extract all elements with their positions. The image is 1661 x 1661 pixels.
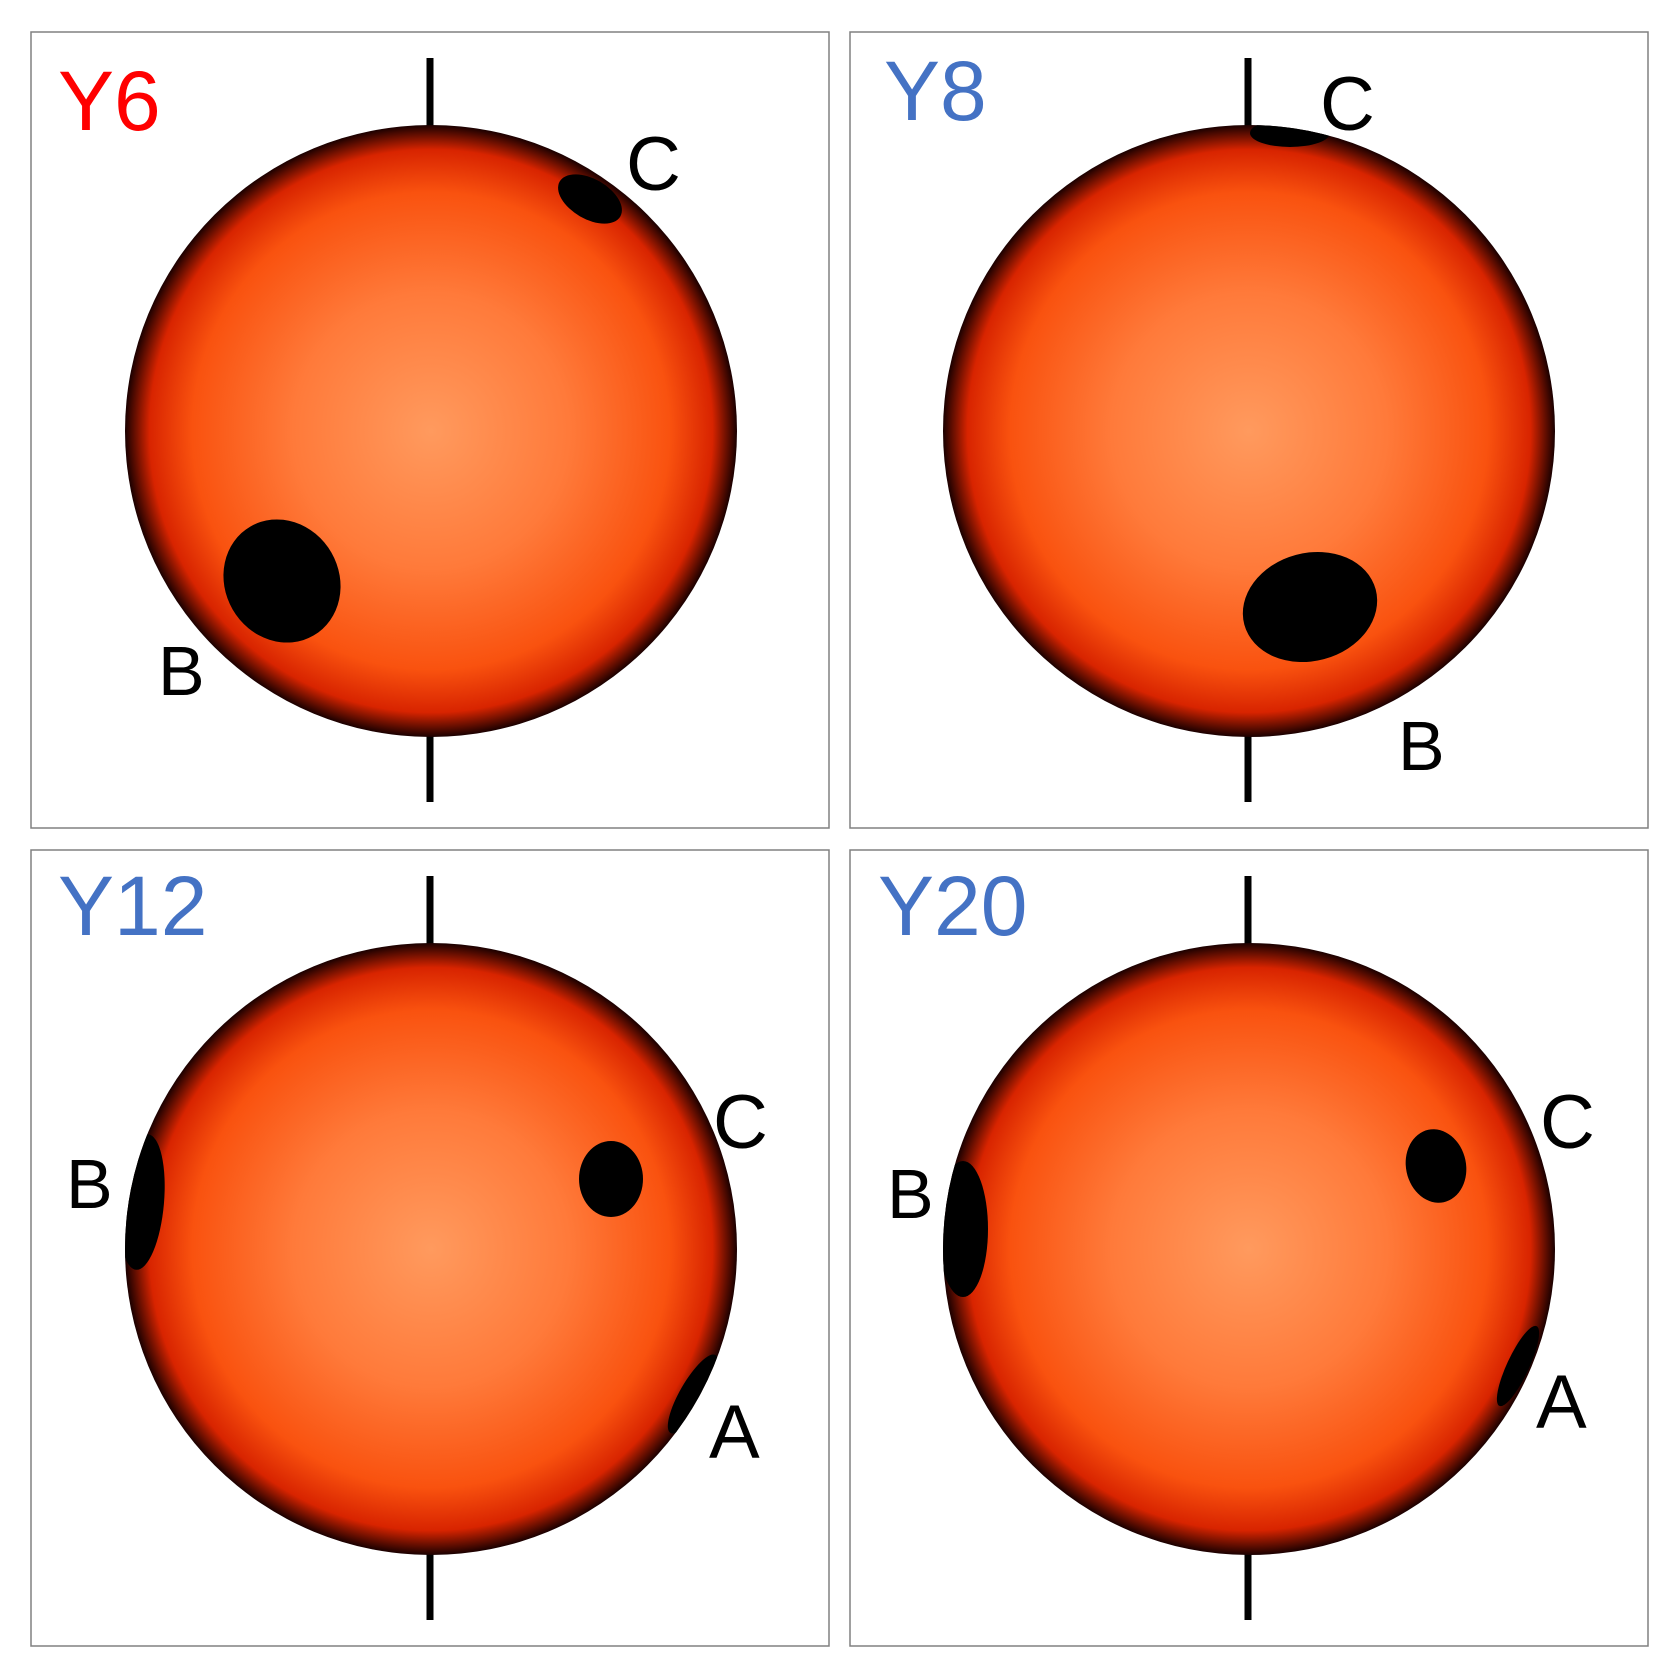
spot-b — [223, 519, 341, 643]
panel-y20: Y20 B C A — [849, 849, 1649, 1647]
spot-c — [558, 174, 622, 224]
spot-label-c: C — [713, 1080, 768, 1165]
panel-title: Y6 — [58, 54, 161, 148]
panel-y6: Y6 C B — [30, 31, 830, 829]
spot-label-a: A — [709, 1390, 760, 1475]
panel-title: Y20 — [878, 859, 1027, 953]
star-disk — [943, 125, 1555, 737]
spot-a — [1496, 1325, 1540, 1407]
spot-label-b: B — [158, 632, 205, 710]
spot-label-a: A — [1536, 1360, 1587, 1445]
spot-b — [1242, 551, 1378, 663]
star-disk — [125, 943, 737, 1555]
panel-title: Y12 — [58, 859, 207, 953]
star-disk — [125, 125, 737, 737]
spot-c — [579, 1141, 643, 1217]
panel-y12: Y12 B C A — [30, 849, 830, 1647]
spot-label-b: B — [66, 1145, 113, 1223]
star-disk — [943, 943, 1555, 1555]
spot-b — [943, 1161, 988, 1297]
spot-label-c: C — [1320, 62, 1375, 147]
spot-label-b: B — [1398, 707, 1445, 785]
panel-title: Y8 — [884, 44, 987, 138]
spot-label-b: B — [887, 1155, 934, 1233]
spot-label-c: C — [626, 122, 681, 207]
spot-c — [1405, 1129, 1467, 1203]
spot-a — [667, 1354, 719, 1434]
spot-label-c: C — [1540, 1080, 1595, 1165]
panel-y8: Y8 C B — [849, 31, 1649, 829]
